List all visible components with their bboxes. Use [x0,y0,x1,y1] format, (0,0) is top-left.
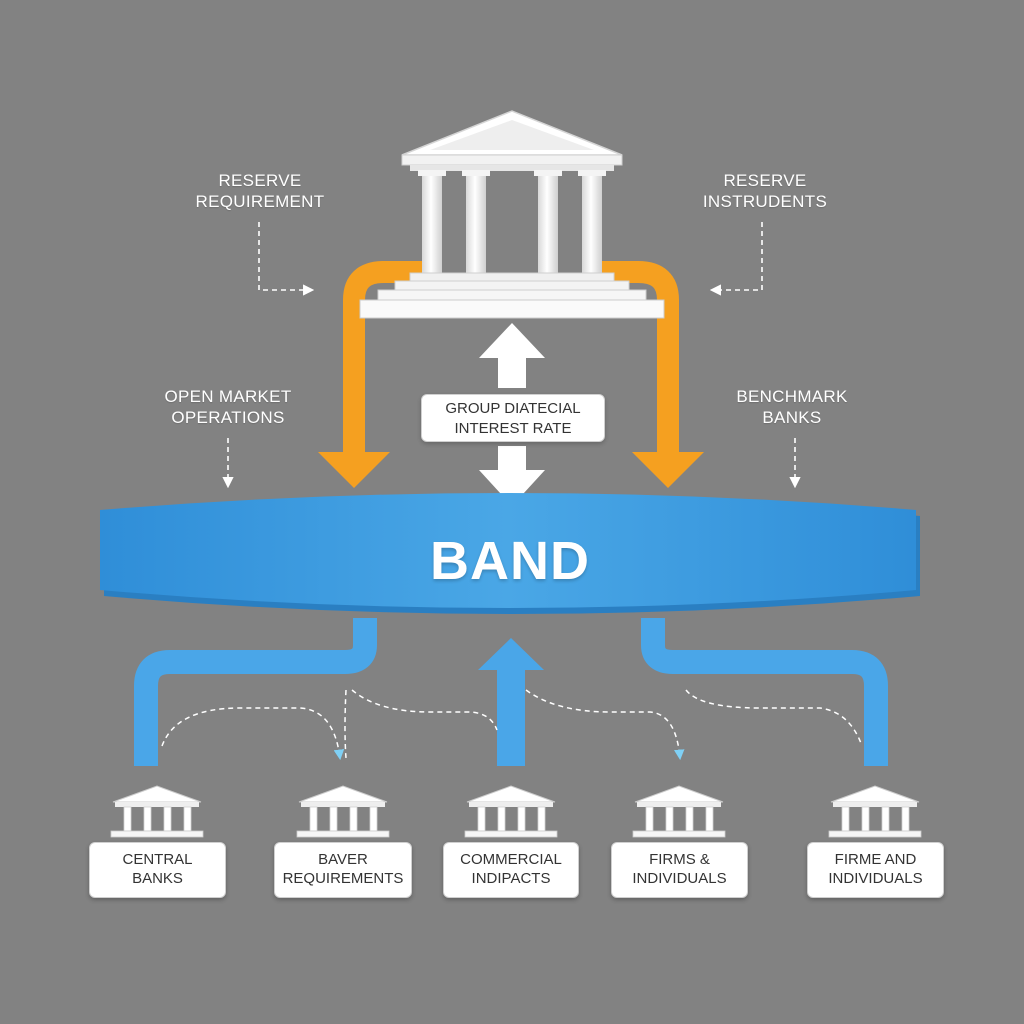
orange-flow-left [318,261,430,488]
benchmark-banks-label: BENCHMARK BANKS [714,386,870,428]
reserve-instruments-line1: RESERVE [723,171,807,190]
bank-icon [828,785,922,838]
node-firme-individuals: FIRME AND INDIVIDUALS [807,842,944,898]
bank-icon [110,785,204,838]
bank-icon [632,785,726,838]
node-label-line1: COMMERCIAL [460,851,562,868]
node-label-line2: INDIVIDUALS [632,870,727,887]
blue-flow-right [641,618,888,766]
benchmark-line2: BANKS [762,408,822,427]
node-firms-individuals: FIRMS & INDIVIDUALS [611,842,748,898]
reserve-requirement-connector [258,222,315,296]
orange-flow-right [590,261,704,488]
node-label-line2: REQUIREMENTS [282,870,404,887]
open-market-line2: OPERATIONS [171,408,285,427]
bank-icon [464,785,558,838]
node-label-line1: BAVER [318,851,368,868]
bank-icon [296,785,390,838]
rate-box-line2: INTEREST RATE [454,420,572,437]
node-label-line2: INDIPACTS [471,870,551,887]
benchmark-line1: BENCHMARK [736,387,848,406]
blue-flow-left [134,618,377,766]
interest-rate-box: GROUP DIATECIAL INTEREST RATE [421,394,605,442]
reserve-requirement-label: RESERVE REQUIREMENT [180,170,340,212]
central-bank-building-icon [359,110,665,319]
dashed-distribution-lines [161,689,863,761]
node-label-line1: FIRMS & [649,851,710,868]
node-label-line1: FIRME AND [834,851,917,868]
node-baver-requirements: BAVER REQUIREMENTS [274,842,412,898]
open-market-operations-label: OPEN MARKET OPERATIONS [140,386,316,428]
reserve-requirement-line1: RESERVE [218,171,302,190]
node-central-banks: CENTRAL BANKS [89,842,226,898]
node-bank-icons [110,785,922,838]
rate-box-line1: GROUP DIATECIAL [445,400,581,417]
open-market-line1: OPEN MARKET [164,387,292,406]
node-label-line1: CENTRAL [122,851,193,868]
band-shape [100,493,920,614]
reserve-instruments-label: RESERVE INSTRUDENTS [680,170,850,212]
node-label-line2: BANKS [132,870,183,887]
reserve-instruments-connector [709,222,763,296]
blue-flow-center-up [478,638,544,766]
node-label-line2: INDIVIDUALS [828,870,923,887]
interest-rate-double-arrow [479,323,545,506]
reserve-instruments-line2: INSTRUDENTS [702,192,828,211]
node-commercial-indipacts: COMMERCIAL INDIPACTS [443,842,579,898]
reserve-requirement-line2: REQUIREMENT [195,192,325,211]
band-label: BAND [430,531,590,591]
